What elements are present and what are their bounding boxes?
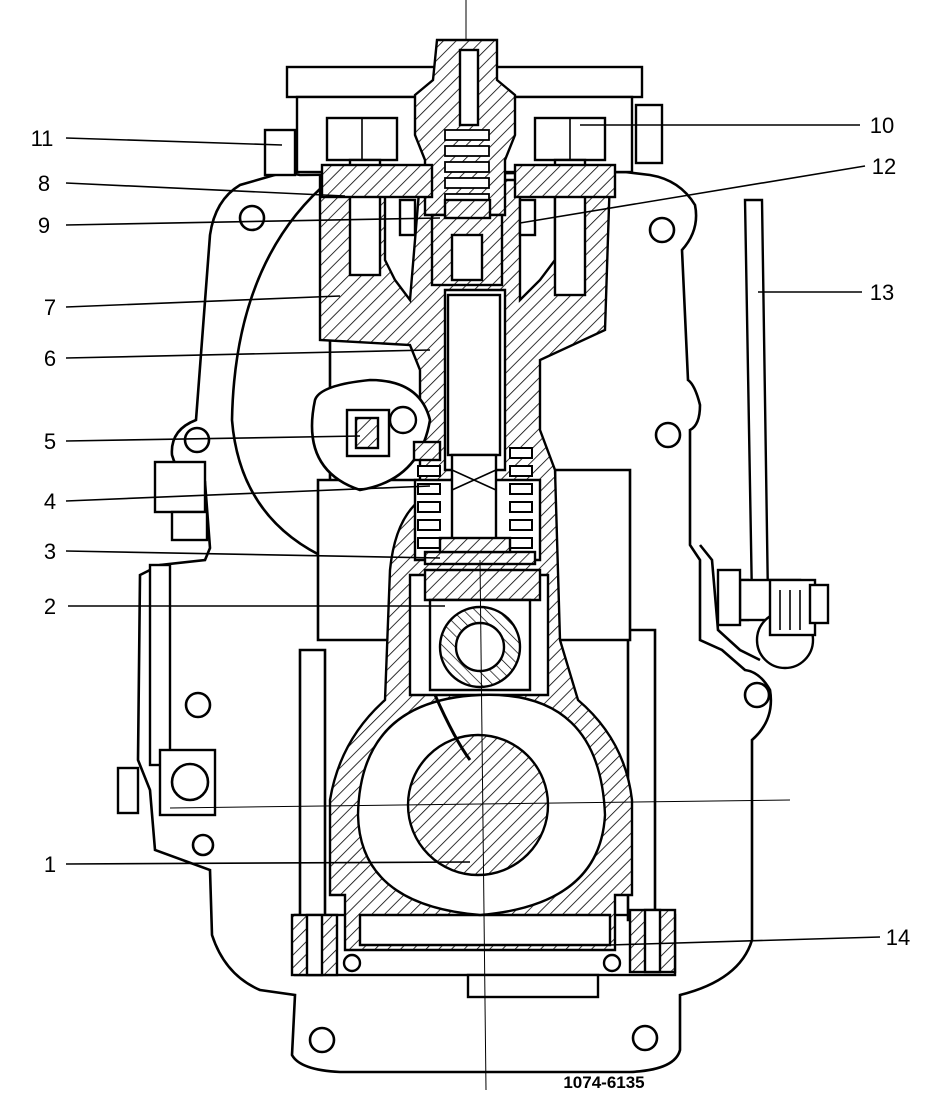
callout-2: 2	[44, 594, 56, 619]
callout-9: 9	[38, 213, 50, 238]
leader-4	[65, 485, 431, 502]
leader-8	[65, 182, 346, 197]
leader-11	[65, 137, 283, 146]
callout-13: 13	[870, 280, 894, 305]
roller-tappet	[423, 568, 542, 692]
callout-12: 12	[872, 154, 896, 179]
sump-bolts	[290, 908, 677, 977]
callout-3: 3	[44, 539, 56, 564]
callout-10: 10	[870, 113, 894, 138]
callout-11: 11	[31, 126, 54, 151]
camshaft	[356, 693, 607, 917]
flange-bolts	[320, 116, 617, 297]
leader-9	[65, 217, 441, 226]
callout-4: 4	[44, 489, 56, 514]
plunger	[438, 293, 512, 554]
callout-14: 14	[886, 925, 910, 950]
leader-7	[65, 295, 341, 308]
leader-5	[65, 435, 361, 442]
delivery-valve-holder	[413, 38, 517, 287]
callout-7: 7	[44, 295, 56, 320]
control-lever	[716, 198, 830, 670]
callout-leaders	[65, 124, 881, 946]
callout-6: 6	[44, 346, 56, 371]
leader-12	[519, 165, 866, 224]
center-lines	[169, 0, 791, 1091]
leader-1	[65, 861, 471, 865]
callout-5: 5	[44, 429, 56, 454]
callout-1: 1	[44, 852, 56, 877]
callout-labels: 1 2 3 4 5 6 7 8 9 10 11 12 13 14 1074-61…	[31, 113, 911, 1092]
control-sleeve	[310, 378, 442, 492]
leader-14	[609, 936, 881, 946]
drawing-code: 1074-6135	[563, 1073, 644, 1092]
callout-8: 8	[38, 171, 50, 196]
leader-3	[65, 550, 441, 559]
leader-6	[65, 349, 431, 359]
